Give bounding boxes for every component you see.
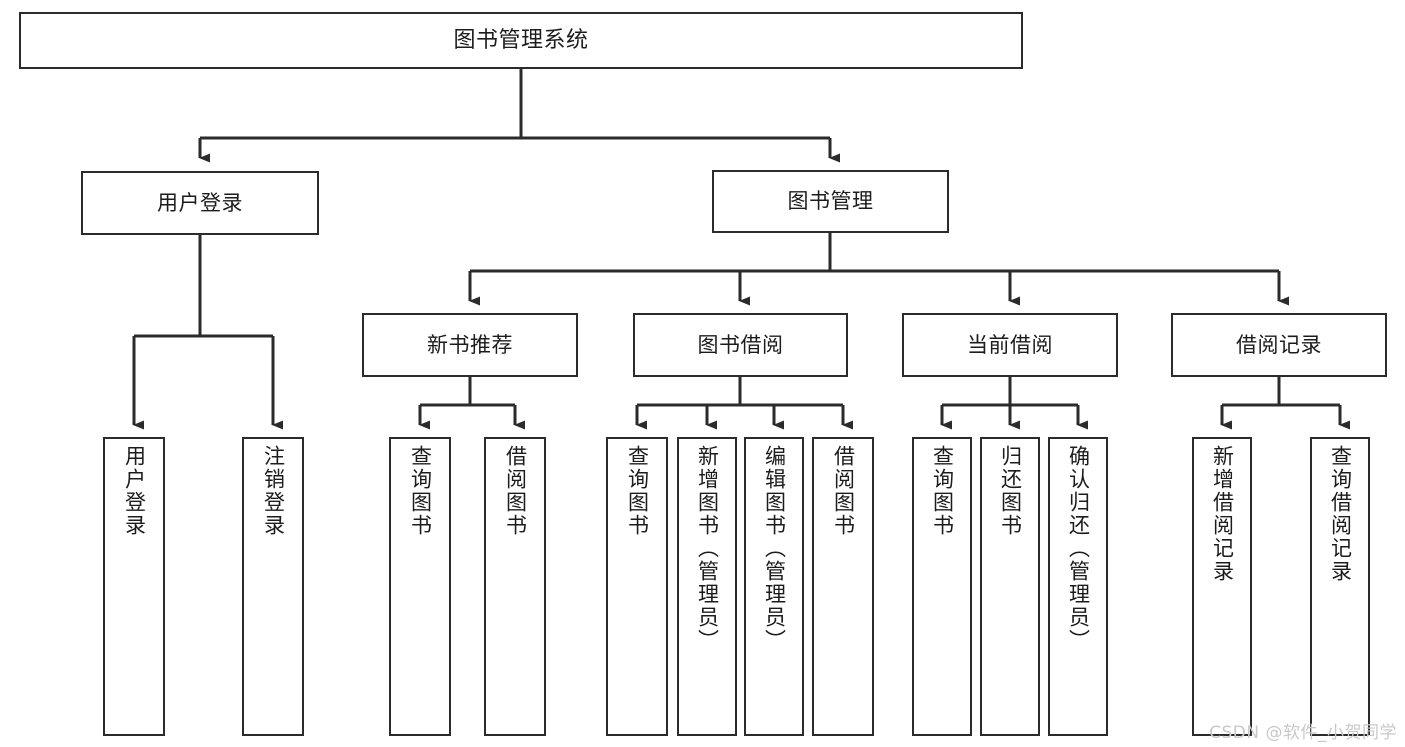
node-leaf-add-record[interactable]: 新增借阅记录 [1192,437,1252,736]
node-label-borrow-record: 借阅记录 [1236,332,1322,357]
node-leaf-query-book-2[interactable]: 查询图书 [606,437,668,736]
node-leaf-user-logout[interactable]: 注销登录 [242,437,304,736]
node-label-new-book-rec: 新书推荐 [427,332,513,357]
node-leaf-user-login[interactable]: 用户登录 [103,437,165,736]
node-leaf-return-book[interactable]: 归还图书 [980,437,1040,736]
node-label-leaf-return-book: 归还图书 [998,445,1023,537]
node-label-user-login: 用户登录 [157,190,243,215]
node-leaf-query-record[interactable]: 查询借阅记录 [1310,437,1370,736]
node-label-leaf-borrow-book-1: 借阅图书 [503,445,528,537]
node-label-leaf-query-book-1: 查询图书 [408,445,433,537]
node-book-manage[interactable]: 图书管理 [712,170,949,233]
node-label-leaf-edit-book: 编辑图书（管理员） [762,445,787,652]
node-label-root: 图书管理系统 [453,27,589,53]
node-root[interactable]: 图书管理系统 [19,12,1023,69]
node-label-leaf-user-login: 用户登录 [122,445,147,537]
node-label-leaf-user-logout: 注销登录 [261,445,286,537]
node-current-borrow[interactable]: 当前借阅 [902,313,1118,377]
node-label-current-borrow: 当前借阅 [967,332,1053,357]
node-leaf-borrow-book-1[interactable]: 借阅图书 [484,437,546,736]
node-label-leaf-borrow-book-2: 借阅图书 [831,445,856,537]
node-borrow-record[interactable]: 借阅记录 [1171,313,1387,377]
node-leaf-add-book[interactable]: 新增图书（管理员） [677,437,737,736]
node-label-leaf-add-book: 新增图书（管理员） [695,445,720,652]
node-label-leaf-confirm-return: 确认归还（管理员） [1066,445,1091,652]
node-new-book-rec[interactable]: 新书推荐 [362,313,578,377]
node-leaf-borrow-book-2[interactable]: 借阅图书 [812,437,874,736]
node-label-leaf-query-book-2: 查询图书 [625,445,650,537]
node-leaf-query-book-1[interactable]: 查询图书 [389,437,451,736]
node-label-leaf-query-record: 查询借阅记录 [1328,445,1353,583]
node-leaf-edit-book[interactable]: 编辑图书（管理员） [744,437,804,736]
node-label-leaf-add-record: 新增借阅记录 [1210,445,1235,583]
node-label-book-borrow: 图书借阅 [697,332,784,357]
node-book-borrow[interactable]: 图书借阅 [633,313,848,377]
node-label-leaf-query-book-3: 查询图书 [930,445,955,537]
node-leaf-query-book-3[interactable]: 查询图书 [912,437,972,736]
node-label-book-manage: 图书管理 [787,189,874,214]
node-user-login[interactable]: 用户登录 [81,171,319,235]
node-leaf-confirm-return[interactable]: 确认归还（管理员） [1048,437,1108,736]
